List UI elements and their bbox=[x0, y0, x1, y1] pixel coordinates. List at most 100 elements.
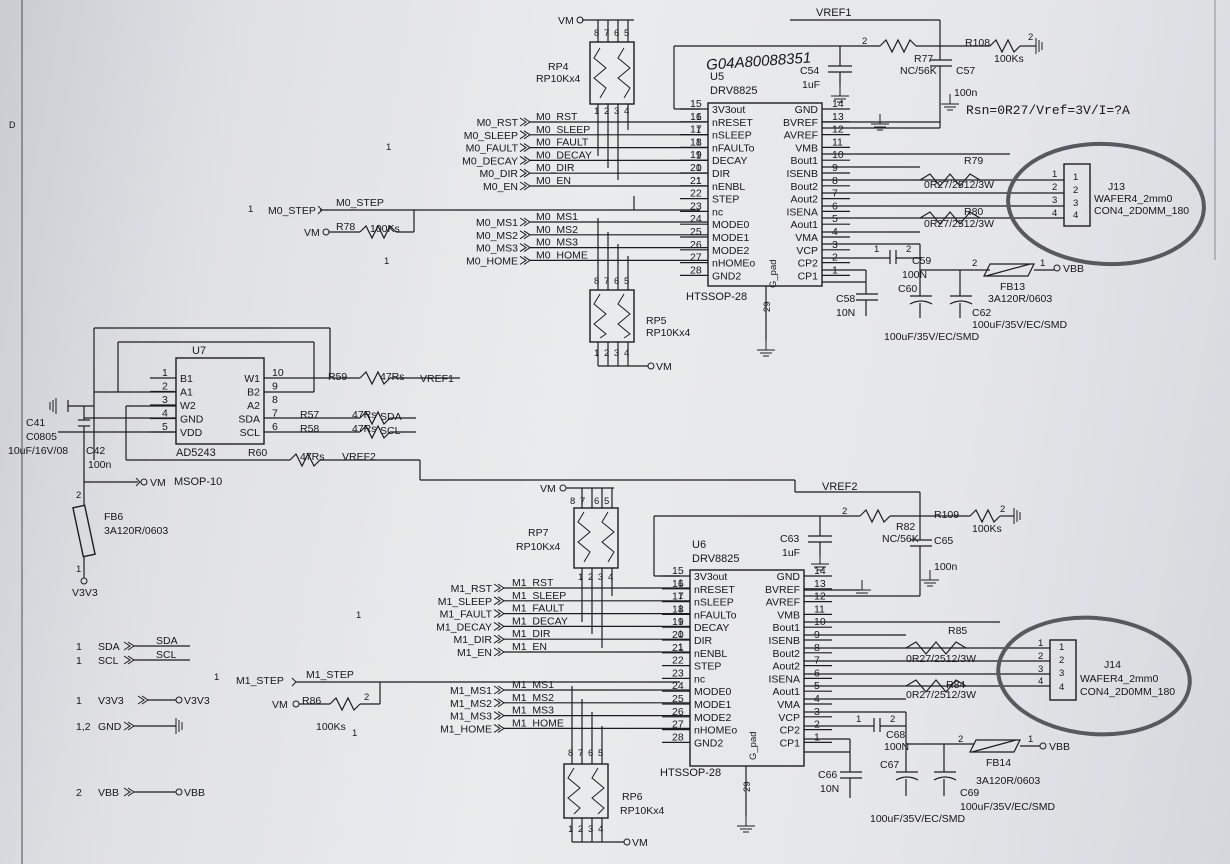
u5-pin-name: Aout1 bbox=[791, 219, 819, 231]
svg-text:1: 1 bbox=[696, 176, 701, 187]
u6-pin-num: 16 bbox=[672, 578, 684, 590]
u5-pin-num: 10 bbox=[832, 149, 844, 161]
svg-text:1: 1 bbox=[696, 163, 701, 174]
r60-value: 47Rs bbox=[300, 451, 325, 463]
svg-text:6: 6 bbox=[594, 496, 599, 507]
svg-text:1: 1 bbox=[1073, 172, 1078, 183]
u7-pin-name: W1 bbox=[244, 373, 260, 385]
u5-pin-num: 14 bbox=[832, 98, 844, 110]
svg-text:7: 7 bbox=[604, 28, 609, 39]
port-label: M1_DIR bbox=[453, 634, 492, 646]
port-label: M1_DECAY bbox=[436, 621, 492, 633]
u5-pin-num: 12 bbox=[832, 124, 844, 136]
rp4-value: RP10Kx4 bbox=[536, 73, 581, 85]
r57-ref: R57 bbox=[300, 409, 319, 421]
svg-text:2: 2 bbox=[1073, 185, 1078, 196]
svg-text:1: 1 bbox=[678, 642, 683, 653]
port-label: M1_HOME bbox=[440, 723, 492, 735]
r86-ref: R86 bbox=[302, 695, 321, 707]
port-label: M0_DECAY bbox=[462, 155, 518, 167]
r78-ref: R78 bbox=[336, 221, 355, 233]
u5-pin-name: DIR bbox=[712, 168, 731, 180]
svg-text:6: 6 bbox=[614, 28, 619, 39]
u5-pin-num: 17 bbox=[690, 124, 702, 136]
r79-ref: R79 bbox=[964, 155, 983, 167]
net-label: M0_DECAY bbox=[536, 149, 592, 161]
u5-pin-name: STEP bbox=[712, 194, 739, 206]
port-label: M0_MS1 bbox=[476, 217, 518, 229]
u6-gpad-pin: 29 bbox=[742, 781, 753, 792]
u7-part: AD5243 bbox=[176, 447, 216, 459]
v3v3-label: V3V3 bbox=[72, 587, 98, 599]
m1-step-port: M1_STEP bbox=[236, 675, 284, 687]
svg-text:4: 4 bbox=[1073, 210, 1078, 221]
u6-pin-name: 3V3out bbox=[694, 571, 727, 583]
net-label: M1_SLEEP bbox=[512, 590, 566, 602]
handwriting: G04A80088351 bbox=[706, 49, 812, 73]
r58-ref: R58 bbox=[300, 423, 319, 435]
rp7-body bbox=[573, 507, 619, 569]
u7-pin-num: 4 bbox=[162, 408, 168, 420]
svg-text:1: 1 bbox=[352, 728, 357, 739]
u6-pin-name: nc bbox=[694, 673, 705, 685]
svg-text:8: 8 bbox=[568, 748, 573, 759]
rp7-value: RP10Kx4 bbox=[516, 541, 561, 553]
svg-text:3: 3 bbox=[588, 824, 593, 835]
legend-name: GND bbox=[98, 721, 122, 733]
m1-step-net: M1_STEP bbox=[306, 669, 354, 681]
u6-pin-name: BVREF bbox=[765, 584, 800, 596]
j13-value2: CON4_2D0MM_180 bbox=[1094, 205, 1189, 217]
svg-text:1: 1 bbox=[678, 591, 683, 602]
svg-text:6: 6 bbox=[588, 748, 593, 759]
u6-pin-name: Aout2 bbox=[773, 661, 801, 673]
net-label: M1_DIR bbox=[512, 628, 551, 640]
r78-value: 100Ks bbox=[370, 223, 400, 235]
svg-text:4: 4 bbox=[608, 572, 613, 583]
u6-right-pins: 14GND13BVREF12AVREF11VMB10Bout19ISENB8Bo… bbox=[765, 565, 832, 749]
net-label: M1_MS2 bbox=[512, 692, 554, 704]
u7-pin-num: 1 bbox=[162, 367, 168, 379]
u6-pin-name: AVREF bbox=[766, 597, 800, 609]
scl-u7-label: SCL bbox=[380, 425, 401, 437]
net-label: M0_HOME bbox=[536, 249, 588, 261]
net-label: M0_RST bbox=[536, 111, 578, 123]
legend-num: 1,2 bbox=[76, 721, 91, 733]
u5-pin-name: ISENA bbox=[786, 206, 818, 218]
vbb-u5-label: VBB bbox=[1063, 263, 1084, 275]
svg-text:2: 2 bbox=[842, 506, 847, 517]
svg-text:7: 7 bbox=[604, 276, 609, 287]
c62-ref: C62 bbox=[972, 307, 991, 319]
port-label: M1_EN bbox=[457, 647, 492, 659]
u5-pin-name: GND bbox=[795, 104, 819, 116]
svg-text:1: 1 bbox=[696, 138, 701, 149]
vref2-u7-label: VREF2 bbox=[342, 451, 376, 463]
c41-value2: 10uF/16V/08 bbox=[8, 445, 68, 457]
svg-text:1: 1 bbox=[696, 112, 701, 123]
port-label: M1_MS3 bbox=[450, 711, 492, 723]
u7-pin-num: 5 bbox=[162, 421, 168, 433]
svg-text:1: 1 bbox=[386, 142, 391, 153]
fb14-value: 3A120R/0603 bbox=[976, 775, 1040, 787]
m0-step-net: M0_STEP bbox=[336, 197, 384, 209]
u6-pin-num: 19 bbox=[672, 616, 684, 628]
u5-pin-num: 11 bbox=[832, 136, 843, 148]
svg-text:7: 7 bbox=[580, 496, 585, 507]
r58-value: 47Rs bbox=[352, 423, 377, 435]
svg-text:1: 1 bbox=[678, 578, 683, 589]
u5-pin-num: 25 bbox=[690, 226, 702, 238]
u7-pin-num: 6 bbox=[272, 421, 278, 433]
net-label: M1_FAULT bbox=[512, 603, 565, 615]
svg-text:1: 1 bbox=[214, 672, 219, 683]
u5-gpad: G_pad bbox=[768, 259, 779, 288]
u5-pin-name: Bout1 bbox=[791, 155, 819, 167]
u5-package: HTSSOP-28 bbox=[686, 291, 747, 303]
u5-pin-num: 9 bbox=[832, 162, 838, 174]
u6-pin-name: MODE1 bbox=[694, 699, 732, 711]
u7-pin-name: A1 bbox=[180, 387, 193, 399]
c65-ref: C65 bbox=[934, 535, 953, 547]
u6-pin-name: Aout1 bbox=[773, 686, 801, 698]
svg-text:4: 4 bbox=[1059, 682, 1064, 693]
u5-pin-num: 5 bbox=[832, 213, 838, 225]
